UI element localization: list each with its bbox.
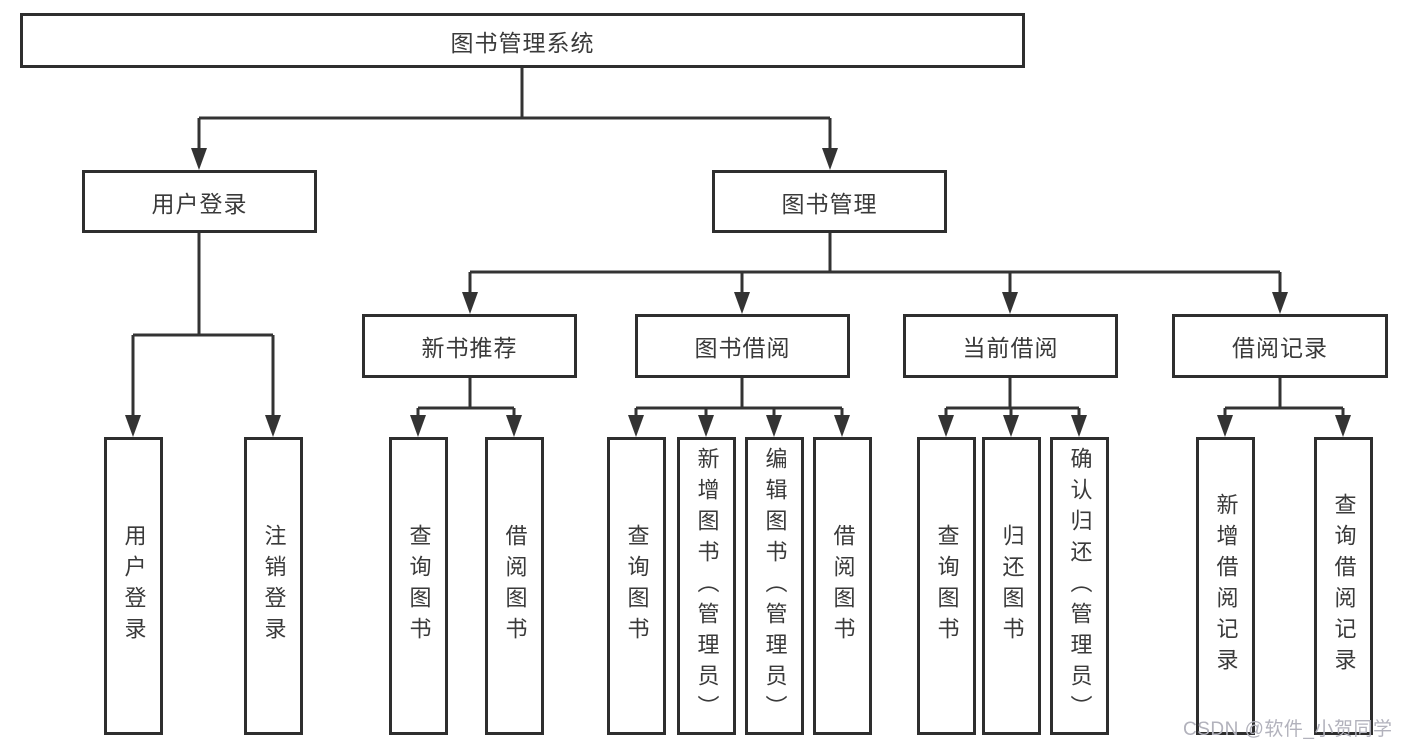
leaf-logout: 注销登录 — [244, 437, 303, 735]
connector-book-borrow-to-leaves — [634, 378, 844, 419]
arrow-down-icon — [1272, 292, 1288, 314]
arrow-down-icon — [191, 148, 207, 170]
arrow-down-icon — [698, 415, 714, 437]
connector-lines — [131, 68, 1345, 419]
node-new-book-recommend: 新书推荐 — [362, 314, 577, 378]
connector-borrow-records-to-leaves — [1223, 378, 1345, 419]
connector-root-to-level2 — [197, 68, 832, 152]
arrow-down-icon — [628, 415, 644, 437]
node-current-borrow: 当前借阅 — [903, 314, 1118, 378]
leaf-add-borrow-record: 新增借阅记录 — [1196, 437, 1255, 735]
arrow-down-icon — [766, 415, 782, 437]
arrow-down-icon — [1335, 415, 1351, 437]
arrow-down-icon — [125, 415, 141, 437]
leaf-query-books-current: 查询图书 — [917, 437, 976, 735]
connector-current-borrow-to-leaves — [944, 378, 1081, 419]
connector-new-book-to-leaves — [416, 378, 516, 419]
leaf-edit-books-admin: 编辑图书（管理员） — [745, 437, 804, 735]
leaf-return-books: 归还图书 — [982, 437, 1041, 735]
node-root-library-system: 图书管理系统 — [20, 13, 1025, 68]
node-borrow-records: 借阅记录 — [1172, 314, 1388, 378]
arrow-down-icon — [462, 292, 478, 314]
leaf-add-books-admin: 新增图书（管理员） — [677, 437, 736, 735]
leaf-query-borrow-record: 查询借阅记录 — [1314, 437, 1373, 735]
arrow-down-icon — [734, 292, 750, 314]
arrow-down-icon — [265, 415, 281, 437]
connector-user-login-to-leaves — [131, 233, 275, 419]
node-book-borrow: 图书借阅 — [635, 314, 850, 378]
arrow-down-icon — [410, 415, 426, 437]
arrow-down-icon — [1071, 415, 1087, 437]
connector-book-mgmt-to-level3 — [468, 233, 1282, 296]
arrow-down-icon — [1217, 415, 1233, 437]
leaf-query-books-recommend: 查询图书 — [389, 437, 448, 735]
leaf-user-login: 用户登录 — [104, 437, 163, 735]
node-book-management: 图书管理 — [712, 170, 947, 233]
arrow-down-icon — [506, 415, 522, 437]
leaf-borrow-books: 借阅图书 — [813, 437, 872, 735]
arrowheads — [125, 148, 1351, 437]
arrow-down-icon — [938, 415, 954, 437]
node-user-login: 用户登录 — [82, 170, 317, 233]
leaf-query-books-borrow: 查询图书 — [607, 437, 666, 735]
arrow-down-icon — [822, 148, 838, 170]
csdn-watermark: CSDN @软件_小贺同学 — [1183, 719, 1393, 740]
arrow-down-icon — [1003, 415, 1019, 437]
leaf-borrow-books-recommend: 借阅图书 — [485, 437, 544, 735]
arrow-down-icon — [1002, 292, 1018, 314]
leaf-confirm-return-admin: 确认归还（管理员） — [1050, 437, 1109, 735]
arrow-down-icon — [834, 415, 850, 437]
